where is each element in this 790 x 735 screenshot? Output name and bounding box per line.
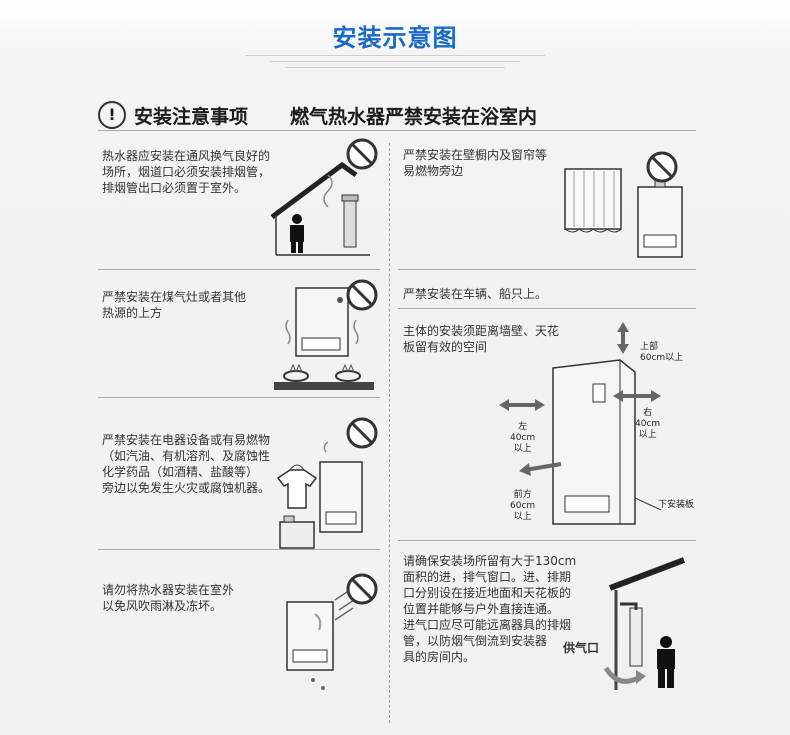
section-heading-left: ! 安装注意事项 (98, 101, 248, 129)
note-vehicle: 严禁安装在车辆、船只上。 (403, 287, 548, 301)
note-flammables: 严禁安装在电器设备或有易燃物 （如汽油、有机溶剂、及腐蚀性 化学药品（如酒精、盐… (102, 433, 271, 495)
heading-left-text: 安装注意事项 (134, 105, 249, 128)
curtain-illustration (564, 168, 683, 258)
row-divider (398, 308, 696, 309)
row-divider (98, 549, 380, 550)
note-outdoor: 请勿将热水器安装在室外 以免风吹雨淋及冻坏。 (102, 583, 235, 613)
ventilation-illustration (270, 161, 370, 256)
prohibited-icon (346, 138, 378, 170)
outdoor-illustration (286, 587, 358, 690)
heading-divider (98, 130, 696, 131)
note-clearance: 主体的安装须距离墙壁、天花 板留有效的空间 (403, 324, 560, 354)
column-divider (389, 143, 390, 723)
prohibited-icon (346, 417, 378, 449)
note-closet: 严禁安装在壁橱内及窗帘等 易燃物旁边 (403, 148, 548, 178)
row-divider (98, 269, 380, 270)
clearance-illustration (499, 322, 662, 525)
note-gas-stove: 严禁安装在煤气灶或者其他 热源的上方 (102, 290, 247, 320)
clearance-front-label: 前方 60cm 以上 (510, 490, 536, 522)
prohibited-icon (646, 151, 678, 183)
clearance-right-label: 右 40cm 以上 (635, 408, 661, 440)
decorative-line (245, 55, 545, 56)
decorative-line (270, 61, 520, 62)
row-divider (398, 269, 696, 270)
section-heading-right: 燃气热水器严禁安装在浴室内 (290, 106, 538, 128)
decorative-line (285, 67, 505, 68)
clearance-left-label: 左 40cm 以上 (510, 422, 536, 454)
bottom-plate-label: 下安装板 (658, 500, 695, 510)
page-title: 安装示意图 (332, 24, 458, 52)
prohibited-icon (346, 279, 378, 311)
note-air-window: 请确保安装场所留有大于130cm 面积的进，排气窗口。进、排期 口分别设在接近地… (403, 554, 577, 664)
air-inlet-illustration (603, 557, 686, 690)
exclamation-icon: ! (98, 101, 126, 129)
note-ventilation: 热水器应安装在通风换气良好的 场所，烟道口必须安装排烟管， 排烟管出口必须置于室… (102, 149, 271, 195)
clearance-top-label: 上部 60cm以上 (640, 342, 684, 363)
gas-stove-illustration (274, 287, 374, 390)
row-divider (98, 397, 380, 398)
prohibited-icon (346, 573, 378, 605)
air-inlet-label: 供气口 (563, 641, 600, 655)
row-divider (398, 540, 696, 541)
flammables-illustration (276, 441, 363, 549)
